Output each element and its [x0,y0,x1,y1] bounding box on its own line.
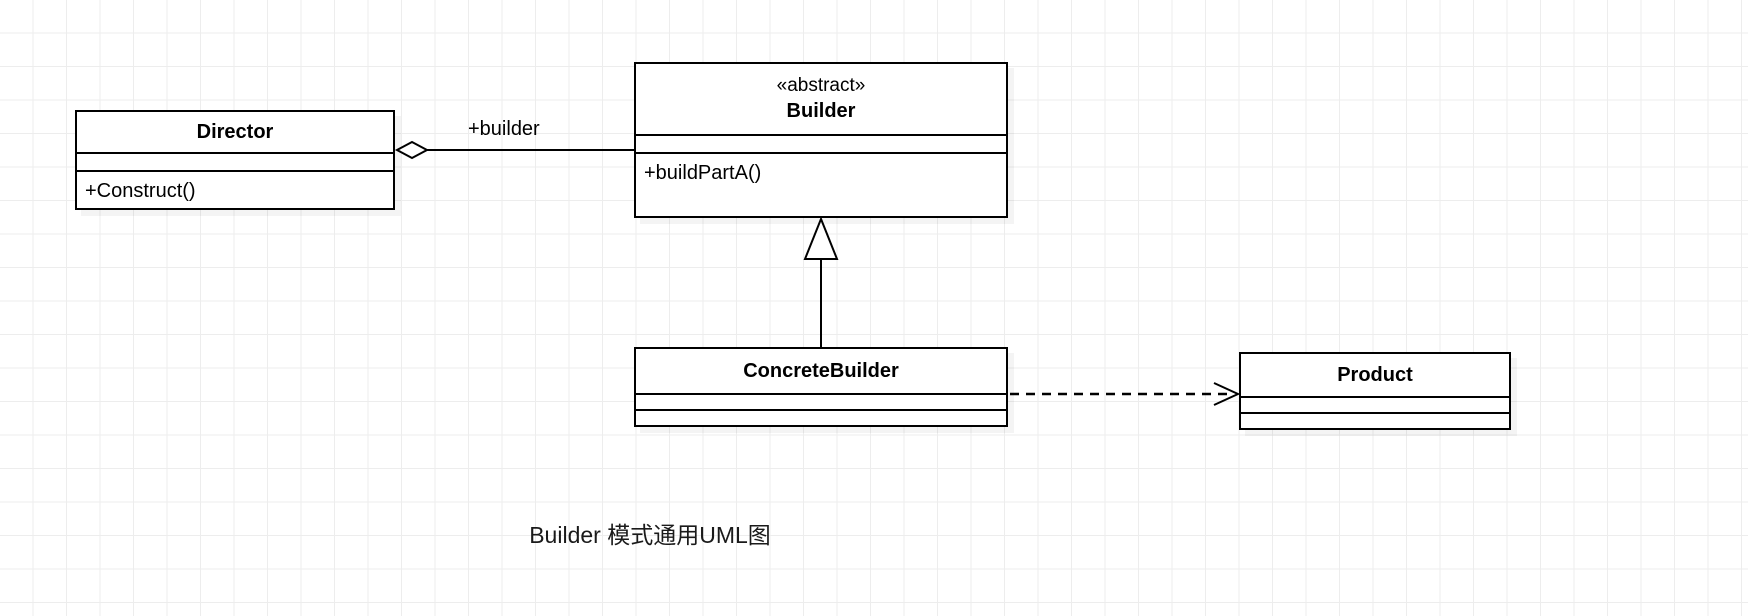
diagram-caption: Builder 模式通用UML图 [529,522,771,548]
aggregation-connector[interactable] [394,140,636,160]
aggregation-role-label: +builder [468,118,540,140]
class-name-compartment: Director [77,112,393,152]
class-box-director[interactable]: Director +Construct() [75,110,395,210]
generalization-connector[interactable] [803,216,839,347]
operation-item: +Construct() [85,180,196,202]
hollow-triangle-icon [803,216,839,260]
class-operations-compartment: +buildPartA() [636,152,1006,216]
dependency-connector[interactable] [1010,382,1241,406]
class-name-compartment: ConcreteBuilder [636,349,1006,393]
open-arrow-icon [1213,382,1241,406]
class-attributes-compartment [77,152,393,170]
class-attributes-compartment [636,134,1006,152]
class-box-builder[interactable]: «abstract» Builder +buildPartA() [634,62,1008,218]
class-operations-compartment: +Construct() [77,170,393,208]
class-box-concrete-builder[interactable]: ConcreteBuilder [634,347,1008,427]
operation-item: +buildPartA() [644,162,762,184]
class-title-director: Director [196,121,274,143]
class-title-product: Product [1337,364,1413,386]
class-operations-compartment [1241,412,1509,428]
class-box-product[interactable]: Product [1239,352,1511,430]
class-name-compartment: «abstract» Builder [636,64,1006,134]
class-name-compartment: Product [1241,354,1509,396]
class-operations-compartment [636,409,1006,425]
class-title-concrete-builder: ConcreteBuilder [743,360,899,382]
class-title-builder: Builder [786,99,856,122]
class-attributes-compartment [1241,396,1509,412]
class-stereotype-builder: «abstract» [776,75,866,97]
hollow-diamond-icon [394,140,430,160]
class-attributes-compartment [636,393,1006,409]
